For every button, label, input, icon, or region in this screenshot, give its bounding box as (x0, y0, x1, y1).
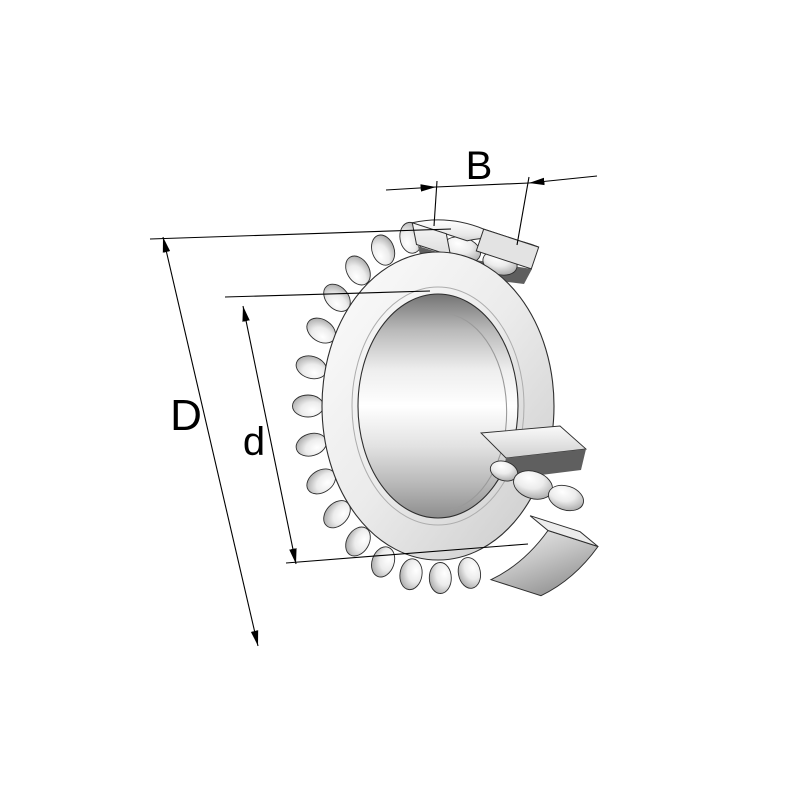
label-bore-diameter-d: d (243, 420, 265, 464)
dimension-lines (149, 175, 598, 647)
bore-chamfer-edge (351, 286, 525, 526)
dim-line-B-right (528, 175, 598, 186)
roller (399, 558, 423, 591)
bottom-roller-3 (548, 484, 584, 512)
ext-line-d-bottom (285, 543, 529, 564)
roller (428, 562, 452, 594)
roller (345, 526, 371, 557)
bottom-segment-cut-face (529, 515, 599, 547)
inner-ring-front-face (321, 251, 555, 561)
roller (457, 557, 482, 589)
bearing-illustration (292, 219, 599, 597)
bore-opening (358, 294, 518, 518)
label-outer-diameter-D: D (170, 391, 202, 440)
roller (345, 255, 371, 286)
dim-line-d (242, 305, 297, 565)
inner-ring (321, 251, 555, 561)
ext-line-B-right (516, 176, 530, 246)
dim-line-B-span (435, 182, 530, 188)
bore-far-rim (449, 313, 508, 511)
dim-line-B-left (385, 184, 437, 192)
ext-line-d-top (224, 290, 431, 298)
dim-line-D (162, 236, 259, 647)
roller (371, 546, 396, 578)
dimension-labels: D d B (170, 144, 492, 464)
top-segment-cut-face-right (475, 228, 540, 270)
bottom-section-internals (480, 425, 588, 512)
label-width-B: B (466, 144, 493, 188)
ext-line-B-left (433, 180, 438, 227)
roller (371, 234, 396, 266)
outer-ring-bottom-segment (489, 515, 599, 597)
roller (292, 394, 324, 418)
